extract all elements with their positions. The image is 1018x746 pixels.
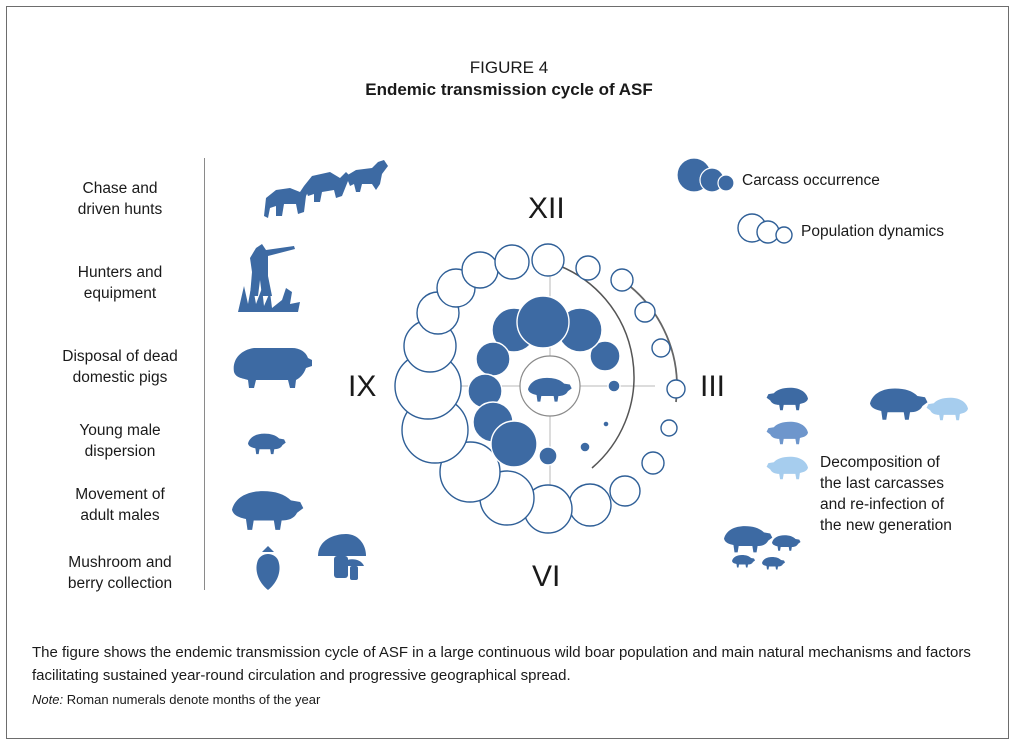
carcass-light-icon — [766, 456, 808, 480]
figure-caption: The figure shows the endemic transmissio… — [32, 644, 971, 684]
factor-mushroom-berry: Mushroom and berry collection — [40, 552, 200, 594]
population-legend-label: Population dynamics — [801, 223, 945, 240]
cycle-arc — [559, 265, 635, 469]
decomposition-text: Decomposition of the last carcasses and … — [820, 452, 952, 536]
note-label: Note: — [32, 692, 64, 707]
domestic-pig-icon — [233, 348, 312, 388]
hunter-icon — [238, 244, 300, 312]
figure-frame — [6, 6, 1009, 739]
young-boar-icon — [248, 433, 286, 455]
factor-young-male-dispersion: Young male dispersion — [40, 420, 200, 462]
factor-line: driven hunts — [77, 201, 163, 218]
infected-boar-icon — [870, 388, 928, 420]
factor-dead-domestic-pigs: Disposal of dead domestic pigs — [40, 346, 200, 388]
month-label-top: XII — [528, 192, 565, 225]
hunting-dogs-icon — [264, 160, 388, 218]
factor-line: berry collection — [67, 575, 173, 592]
factor-divider — [204, 158, 205, 590]
factor-line: Movement of — [75, 486, 165, 503]
factor-line: dispersion — [84, 443, 156, 460]
population-legend-icon — [737, 213, 793, 244]
figure-note: Note: Roman numerals denote months of th… — [32, 692, 320, 707]
factor-line: adult males — [80, 507, 160, 524]
factor-adult-male-movement: Movement of adult males — [40, 484, 200, 526]
carcass-mid-icon — [766, 421, 808, 445]
decomposition-line: the new generation — [820, 517, 952, 534]
factor-chase-hunts: Chase and driven hunts — [40, 178, 200, 220]
month-label-right: III — [700, 370, 726, 403]
mushroom-berry-icon — [256, 534, 366, 590]
adult-boar-icon — [232, 491, 304, 530]
figure-label: FIGURE 4 — [469, 58, 549, 77]
factor-line: Chase and — [82, 180, 158, 197]
figure-title: Endemic transmission cycle of ASF — [365, 80, 653, 99]
carcass-legend-label: Carcass occurrence — [742, 172, 880, 189]
month-label-left: IX — [348, 370, 377, 403]
factor-line: Young male — [79, 422, 161, 439]
decomposition-line: and re-infection of — [820, 496, 945, 513]
carcass-ring — [467, 295, 621, 468]
factor-line: Hunters and — [77, 264, 163, 281]
factor-line: Disposal of dead — [62, 348, 178, 365]
carcass-dark-icon — [766, 387, 808, 411]
decomposition-line: Decomposition of — [820, 454, 940, 471]
month-label-bottom: VI — [532, 560, 561, 593]
note-text: Roman numerals denote months of the year — [63, 692, 321, 707]
carcass-legend-icon — [676, 157, 735, 193]
factor-line: Mushroom and — [68, 554, 172, 571]
factor-line: domestic pigs — [72, 369, 168, 386]
new-generation-icon — [724, 526, 801, 570]
factor-hunters-equipment: Hunters and equipment — [40, 262, 200, 304]
decomposition-line: the last carcasses — [820, 475, 945, 492]
population-ring — [394, 243, 686, 534]
outer-cycle-arc — [613, 274, 678, 403]
factor-line: equipment — [83, 285, 157, 302]
faded-carcass-icon — [926, 397, 968, 421]
